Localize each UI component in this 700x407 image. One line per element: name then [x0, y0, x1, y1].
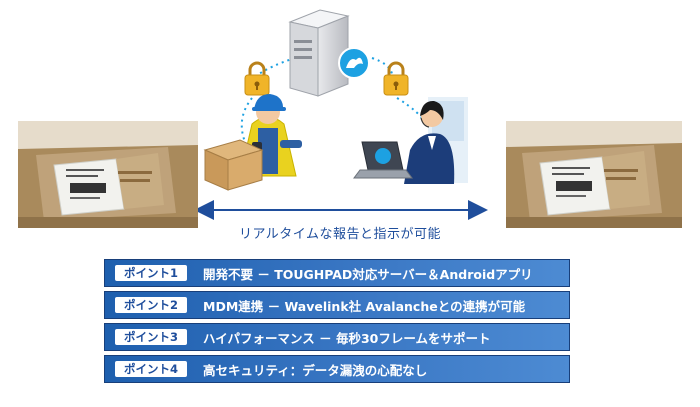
point-row-3: ポイント3 ハイパフォーマンス － 毎秒30フレームをサポート: [104, 323, 570, 351]
connection-lines: [240, 57, 429, 143]
point-badge-1: ポイント1: [115, 265, 187, 281]
point-badge-2: ポイント2: [115, 297, 187, 313]
point-text-3: ハイパフォーマンス － 毎秒30フレームをサポート: [203, 330, 491, 346]
point-badge-4: ポイント4: [115, 361, 187, 377]
parcel-photo-right: [506, 121, 682, 228]
parcel-photo-left: [18, 121, 198, 228]
point-row-1: ポイント1 開発不要 － TOUGHPAD対応サーバー＆Androidアプリ: [104, 259, 570, 287]
app-logo-icon: [338, 47, 370, 79]
point-badge-3: ポイント3: [115, 329, 187, 345]
realtime-caption: リアルタイムな報告と指示が可能: [238, 227, 442, 242]
server-icon: [288, 9, 350, 97]
operator-illustration: [353, 97, 468, 184]
lock-icon: [383, 61, 409, 96]
point-row-4: ポイント4 高セキュリティ：データ漏洩の心配なし: [104, 355, 570, 383]
point-text-2: MDM連携 － Wavelink社 Avalancheとの連携が可能: [203, 298, 526, 314]
worker-illustration: [203, 94, 302, 191]
point-text-1: 開発不要 － TOUGHPAD対応サーバー＆Androidアプリ: [203, 266, 533, 282]
points-list: ポイント1 開発不要 － TOUGHPAD対応サーバー＆Androidアプリ ポ…: [104, 259, 570, 387]
point-row-2: ポイント2 MDM連携 － Wavelink社 Avalancheとの連携が可能: [104, 291, 570, 319]
lock-icon: [244, 61, 270, 96]
point-text-4: 高セキュリティ：データ漏洩の心配なし: [203, 362, 428, 378]
